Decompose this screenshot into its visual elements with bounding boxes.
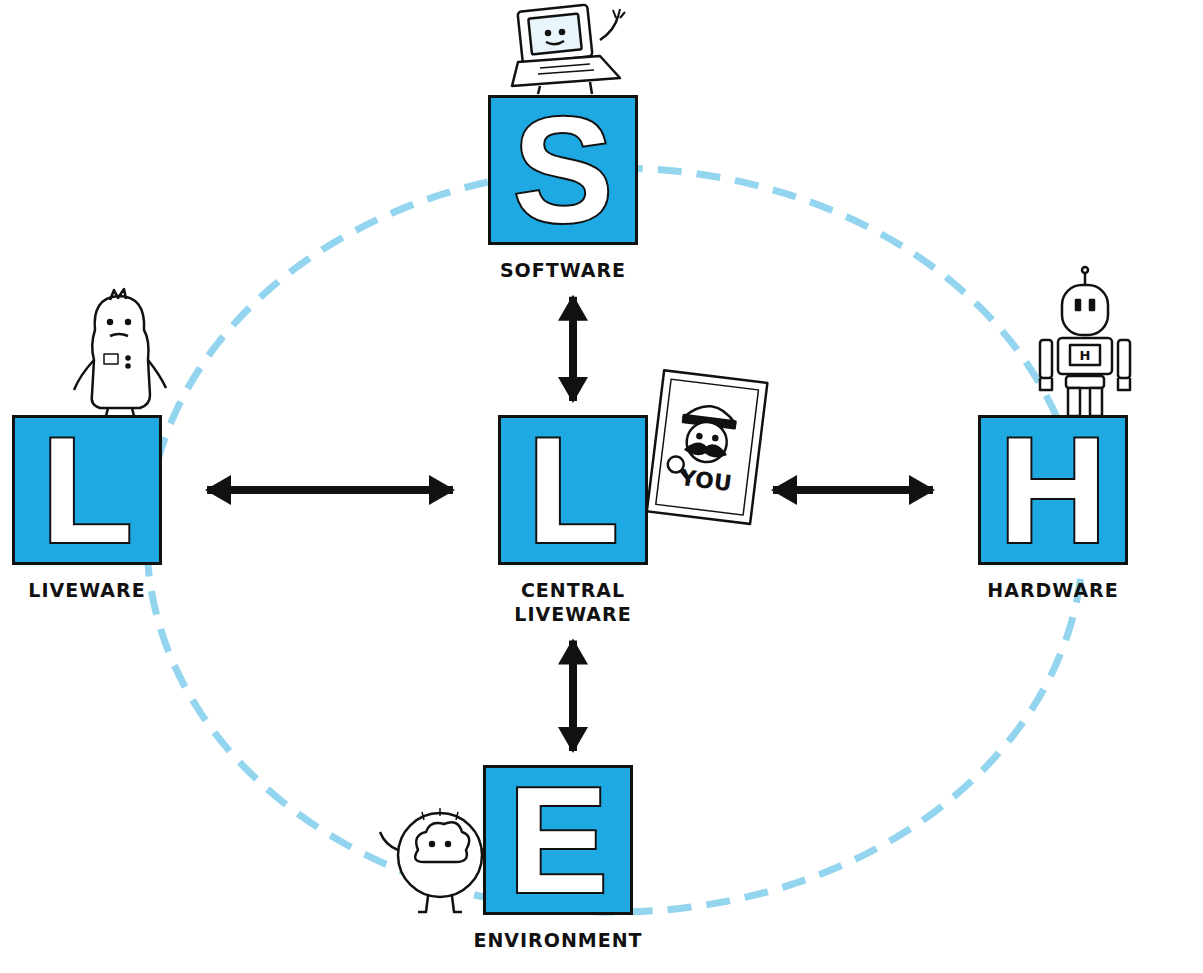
letter-box: E (483, 765, 633, 915)
robot-character (1040, 267, 1130, 416)
box-letter: L (527, 415, 619, 565)
environment-node: E ENVIRONMENT (473, 765, 642, 953)
letter-box: L (12, 415, 162, 565)
letter-box: S (488, 95, 638, 245)
person-character (74, 289, 166, 416)
portrait-frame (647, 370, 768, 524)
component-caption: HARDWARE (987, 579, 1118, 603)
component-caption: SOFTWARE (500, 259, 626, 283)
letter-box: L (498, 415, 648, 565)
double-arrow (569, 297, 577, 401)
box-letter: S (513, 95, 613, 245)
box-letter: L (41, 415, 133, 565)
donut-character (380, 808, 500, 912)
box-letter: H (999, 415, 1107, 565)
hardware-node: H HARDWARE (978, 415, 1128, 603)
component-caption: CENTRAL LIVEWARE (488, 579, 658, 627)
component-caption: ENVIRONMENT (473, 929, 642, 953)
component-caption: LIVEWARE (28, 579, 145, 603)
double-arrow (569, 641, 577, 752)
letter-box: H (978, 415, 1128, 565)
software-node: S SOFTWARE (488, 95, 638, 283)
robot-chest-letter: H (1080, 348, 1091, 363)
laptop-character (512, 4, 625, 94)
double-arrow (207, 486, 453, 494)
central-liveware-node: L CENTRAL LIVEWARE (488, 415, 658, 627)
box-letter: E (508, 765, 608, 915)
liveware-node: L LIVEWARE (12, 415, 162, 603)
double-arrow (773, 486, 933, 494)
